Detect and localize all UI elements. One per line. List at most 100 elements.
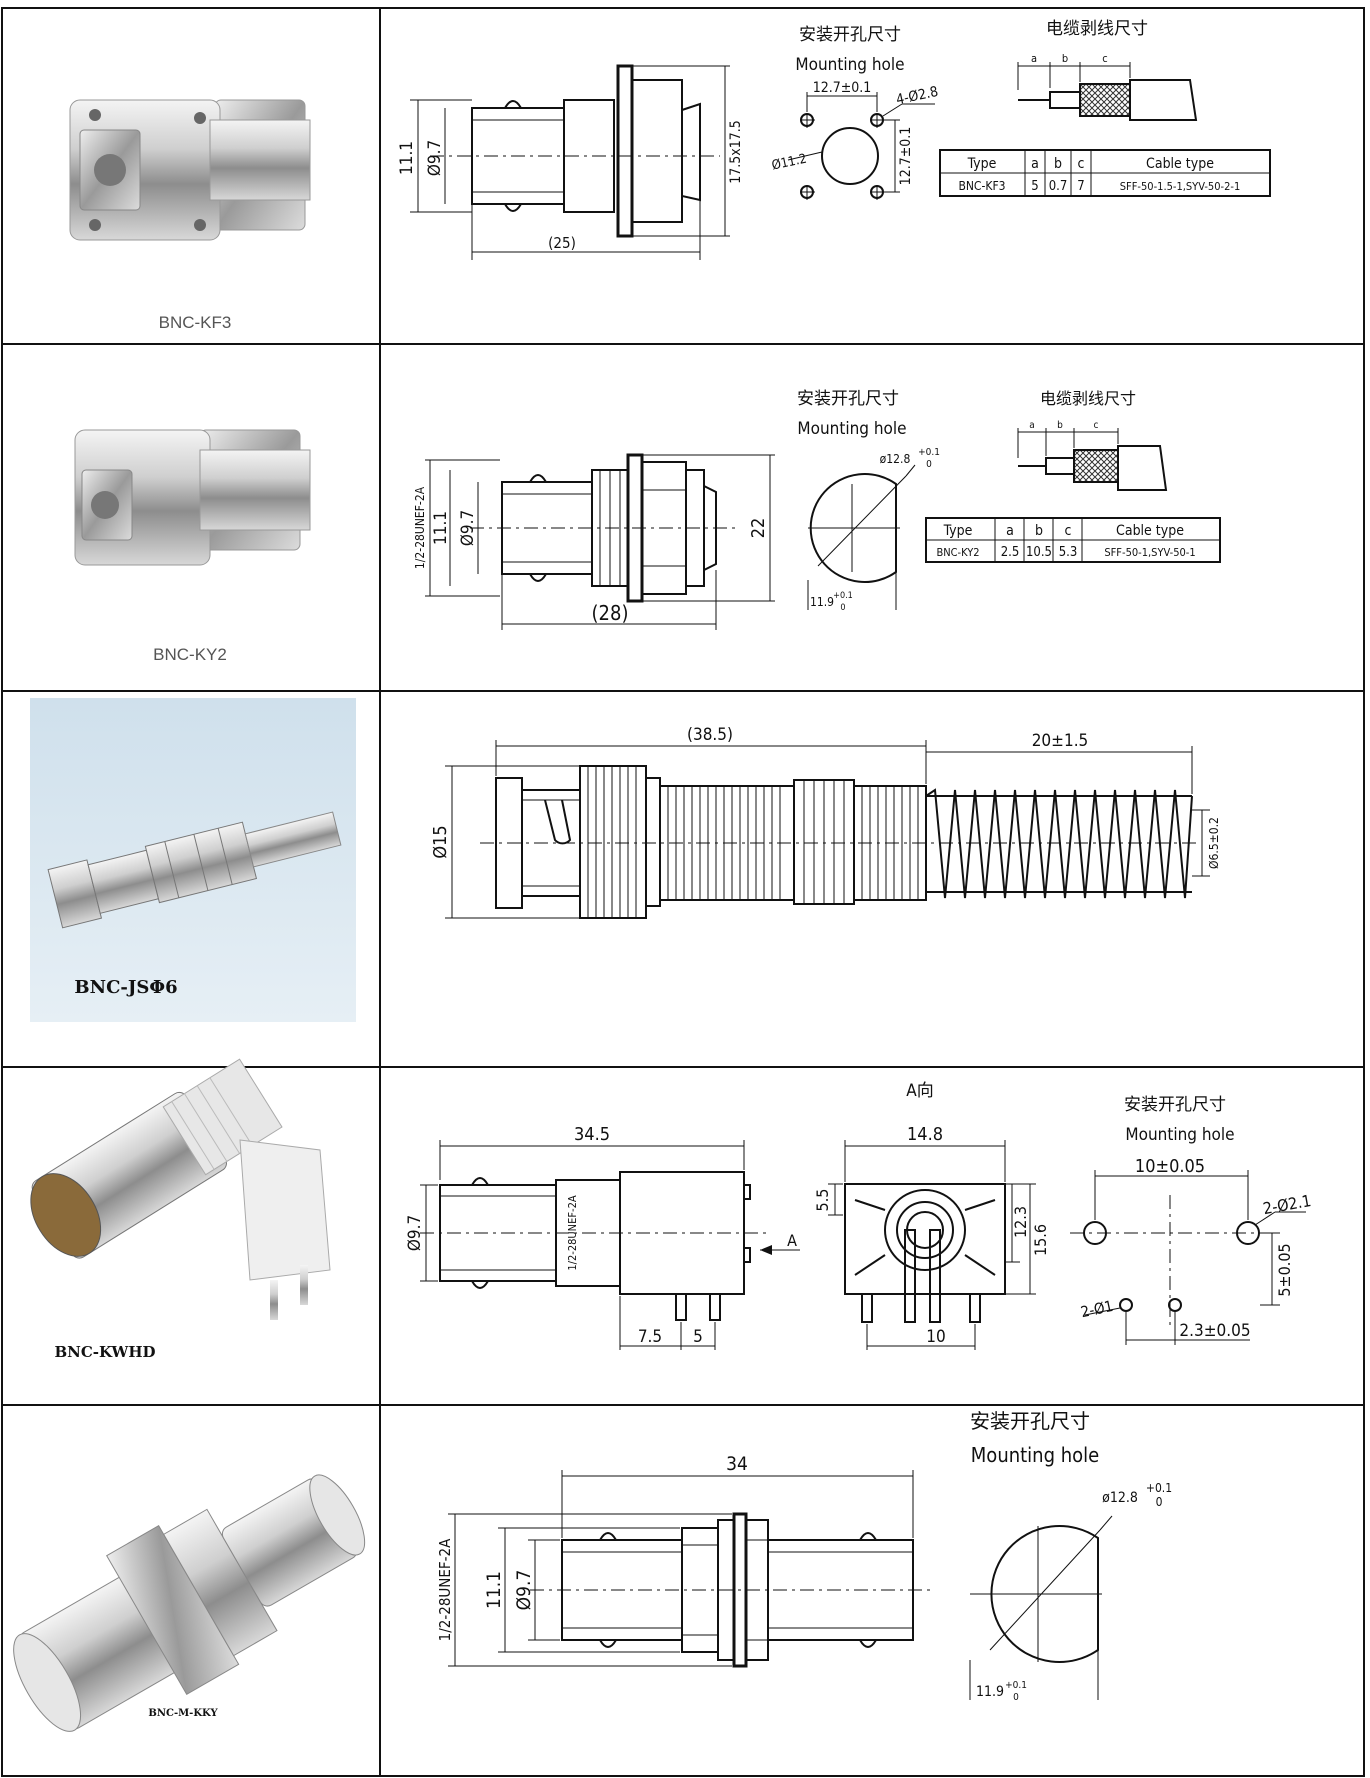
- cable-table-header-cable: Cable type: [1116, 523, 1184, 539]
- cable-table-header-a: a: [1006, 523, 1014, 539]
- dim-length: 34.5: [574, 1124, 610, 1145]
- cable-strip-drawing: [1017, 428, 1168, 491]
- hole-dia: ø12.8: [1102, 1490, 1138, 1506]
- hole-title-cn: 安装开孔尺寸: [970, 1409, 1090, 1433]
- dim-inner-d: Ø9.7: [513, 1570, 535, 1611]
- side-view-drawing: [425, 453, 775, 630]
- cable-table-cell-a: 2.5: [1001, 545, 1020, 560]
- hole-pitch: 10±0.05: [1135, 1156, 1205, 1177]
- product-photo: [69, 99, 311, 241]
- dim-od: Ø15: [430, 825, 451, 858]
- dim-flange: 17.5x17.5: [728, 120, 744, 184]
- cable-table-cell-cable: SFF-50-1.5-1,SYV-50-2-1: [1120, 180, 1241, 193]
- strip-b: b: [1057, 420, 1063, 431]
- cable-table-cell-b: 0.7: [1049, 179, 1068, 194]
- hole-title-cn: 安装开孔尺寸: [799, 25, 901, 45]
- hole-screw: 4-Ø2.8: [895, 84, 940, 108]
- cable-table: [925, 517, 1221, 563]
- hole-flat: 11.9: [976, 1684, 1004, 1700]
- strip-title: 电缆剥线尺寸: [1046, 19, 1148, 39]
- dim-body-od: 11.1: [397, 141, 417, 175]
- strip-b: b: [1062, 52, 1068, 65]
- dim-pitch2: 5: [693, 1327, 703, 1347]
- product-photo: [13, 1474, 366, 1732]
- side-view-drawing: [410, 64, 730, 260]
- dim-inner-d: Ø9.7: [405, 1215, 425, 1251]
- hole-big: 2-Ø2.1: [1261, 1191, 1312, 1218]
- dim-pitch1: 7.5: [638, 1327, 662, 1347]
- mounting-hole-drawing: [969, 1515, 1113, 1700]
- view-h3: 15.6: [1031, 1224, 1050, 1256]
- hole-dia-tol-up: +0.1: [1146, 1481, 1172, 1495]
- dim-body-od: 11.1: [431, 511, 451, 545]
- dim-height: 22: [748, 518, 769, 539]
- view-pin: 10: [926, 1327, 945, 1347]
- strip-a: a: [1029, 420, 1035, 431]
- strip-c: c: [1102, 52, 1107, 65]
- cable-table-header-c: c: [1065, 523, 1072, 539]
- hole-flat-tol-up: +0.1: [1005, 1680, 1027, 1691]
- cable-table-cell-b: 10.5: [1026, 545, 1052, 560]
- product-photo: [30, 1058, 331, 1320]
- cable-table-header-type: Type: [943, 523, 973, 539]
- cable-table-cell-a: 5: [1031, 179, 1038, 194]
- view-h2: 12.3: [1011, 1206, 1030, 1238]
- side-view-drawing: [445, 740, 1210, 919]
- hole-title-cn: 安装开孔尺寸: [797, 389, 899, 409]
- hole-flat-tol-lo: 0: [1013, 1692, 1019, 1703]
- hole-title-cn: 安装开孔尺寸: [1124, 1095, 1226, 1115]
- strip-c: c: [1094, 420, 1099, 431]
- dim-thread: 1/2-28UNEF-2A: [436, 1538, 454, 1641]
- dim-length: (28): [592, 601, 629, 625]
- hole-dia-tol-up: +0.1: [918, 447, 940, 458]
- cable-table-header-type: Type: [967, 156, 997, 172]
- mounting-hole-drawing: [807, 464, 916, 610]
- dim-body-od: 11.1: [483, 1571, 505, 1609]
- hole-title-en: Mounting hole: [797, 419, 906, 439]
- product-photo: [30, 698, 356, 1022]
- cable-strip-drawing: [1017, 62, 1198, 121]
- mounting-hole-drawing: [1070, 1170, 1306, 1345]
- side-view-drawing: [420, 1140, 800, 1350]
- view-h1: 5.5: [813, 1189, 832, 1212]
- model-label: BNC-KY2: [153, 645, 227, 664]
- hole-title-en: Mounting hole: [795, 55, 904, 75]
- cable-table-cell-type: BNC-KF3: [958, 179, 1005, 193]
- hole-pitch: 12.7±0.1: [813, 80, 872, 96]
- row-bnc-m-kky: BNC-M-KKY: [13, 1409, 1172, 1732]
- hole-dia: ø12.8: [880, 452, 911, 466]
- dim-cable: Ø6.5±0.2: [1207, 817, 1221, 869]
- model-label: BNC-KF3: [159, 313, 232, 332]
- dim-length: 34: [726, 1453, 748, 1475]
- hole-flat-tol-lo: 0: [840, 603, 845, 613]
- dim-inner-d: Ø9.7: [425, 140, 445, 176]
- cable-table-header-b: b: [1035, 523, 1043, 539]
- side-view-drawing: [448, 1470, 930, 1668]
- row-bnc-kwhd: BNC-KWHD 34.5: [30, 1058, 1313, 1361]
- hole-title-en: Mounting hole: [1125, 1125, 1234, 1145]
- mounting-hole-drawing: [787, 92, 935, 200]
- dim-arrow-a: A: [787, 1231, 797, 1250]
- view-width: 14.8: [907, 1124, 943, 1145]
- hole-small: 2-Ø1: [1079, 1297, 1115, 1321]
- cable-table-cell-c: 5.3: [1059, 545, 1078, 560]
- dim-thread: 1/2-28UNEF-2A: [566, 1195, 579, 1271]
- dim-thread: 1/2-28UNEF-2A: [413, 486, 427, 569]
- view-title: A向: [906, 1081, 933, 1101]
- hole-flat: 11.9: [810, 595, 834, 609]
- model-label: BNC-M-KKY: [148, 1708, 218, 1719]
- cable-table: [939, 149, 1271, 197]
- hole-vpitch: 12.7±0.1: [898, 127, 914, 186]
- hole-dia-tol-lo: 0: [926, 459, 932, 470]
- cable-table-header-a: a: [1031, 156, 1039, 172]
- cable-table-cell-type: BNC-KY2: [936, 546, 979, 559]
- row-bnc-js: BNC-JSΦ6: [30, 698, 1221, 1022]
- row-bnc-kf3: BNC-KF3 11.1 Ø9.7 17.5x17.5: [69, 19, 1271, 332]
- hole-vpitch: 5±0.05: [1275, 1243, 1294, 1296]
- hole-flat-tol-up: +0.1: [833, 591, 853, 601]
- model-label: BNC-KWHD: [54, 1343, 155, 1361]
- dim-inner-d: Ø9.7: [458, 510, 478, 546]
- dim-length: (25): [548, 234, 576, 252]
- strip-title: 电缆剥线尺寸: [1040, 389, 1136, 408]
